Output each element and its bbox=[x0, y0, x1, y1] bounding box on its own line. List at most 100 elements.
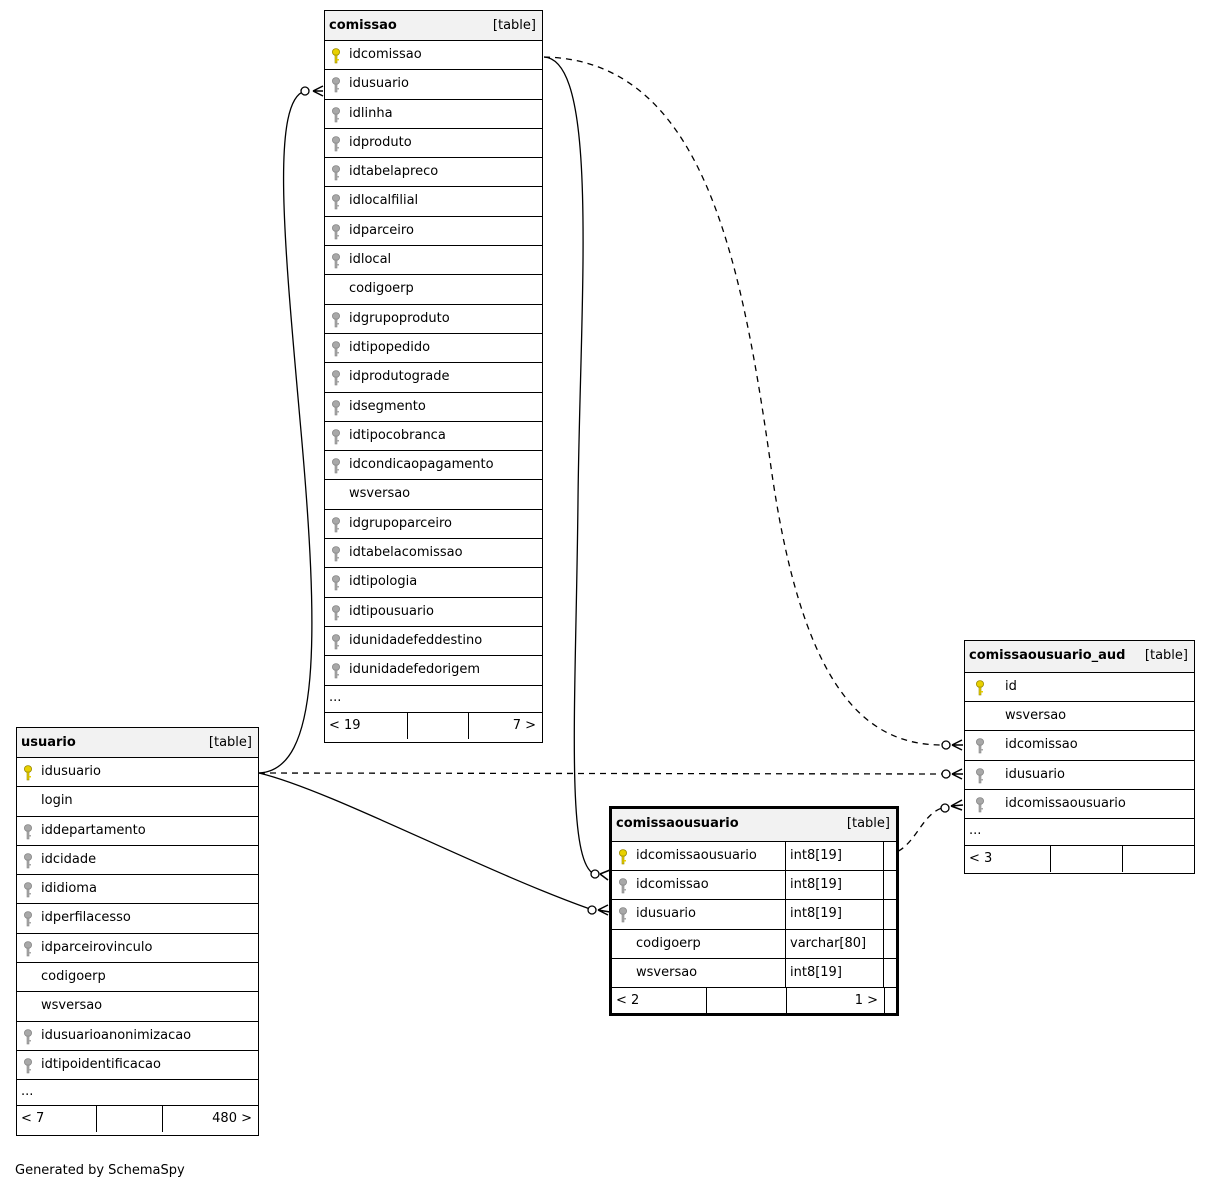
column-name: idparceirovinculo bbox=[41, 939, 153, 955]
column-name: idunidadefeddestino bbox=[349, 632, 483, 648]
column-type: int8[19] bbox=[790, 877, 842, 893]
primary-key-icon bbox=[23, 765, 33, 781]
column-row[interactable]: idgrupoparceiro bbox=[325, 510, 542, 540]
foreign-key-icon bbox=[975, 796, 985, 813]
parents-count[interactable]: < 19 bbox=[325, 712, 408, 739]
column-name: idsegmento bbox=[349, 398, 426, 414]
column-name: idusuario bbox=[41, 764, 101, 779]
table-type: [table] bbox=[1144, 648, 1188, 663]
column-row[interactable]: iddepartamento bbox=[17, 817, 258, 846]
table-comissaousuario[interactable]: comissaousuario [table] idcomissaousuari… bbox=[609, 806, 899, 1016]
column-row[interactable]: idusuarioanonimizacao bbox=[17, 1022, 258, 1051]
children-count[interactable]: 480 > bbox=[212, 1111, 252, 1127]
column-row[interactable]: idcidade bbox=[17, 846, 258, 876]
parents-count[interactable]: < 3 bbox=[965, 845, 1051, 872]
optional-marker bbox=[940, 803, 950, 813]
column-row[interactable]: codigoerp bbox=[17, 963, 258, 993]
column-row[interactable]: idlocalfilial bbox=[325, 187, 542, 217]
column-row[interactable]: idperfilacesso bbox=[17, 904, 258, 934]
column-row[interactable]: idparceirovinculo bbox=[17, 934, 258, 964]
footer-middle bbox=[97, 1106, 163, 1133]
column-row[interactable]: idunidadefeddestino bbox=[325, 627, 542, 657]
column-type: int8[19] bbox=[790, 906, 842, 922]
table-footer: < 7 480 > bbox=[17, 1106, 258, 1133]
foreign-key-icon bbox=[331, 399, 341, 416]
children-count[interactable]: 7 > bbox=[512, 717, 536, 733]
children-count[interactable]: 1 > bbox=[787, 987, 885, 1014]
column-name: idtabelacomissao bbox=[349, 545, 463, 561]
column-row[interactable]: idproduto bbox=[325, 129, 542, 159]
foreign-key-icon bbox=[331, 106, 341, 123]
foreign-key-icon bbox=[23, 1028, 33, 1045]
table-comissaousuario-aud[interactable]: comissaousuario_aud [table] id wsversao id… bbox=[964, 640, 1195, 874]
column-row[interactable]: idtipologia bbox=[325, 568, 542, 598]
column-row[interactable]: wsversao bbox=[965, 702, 1194, 732]
column-name: idunidadefedorigem bbox=[349, 662, 481, 678]
column-row[interactable]: idcomissao bbox=[325, 41, 542, 71]
column-name: idusuarioanonimizacao bbox=[41, 1027, 192, 1043]
column-row[interactable]: login bbox=[17, 787, 258, 817]
column-row[interactable]: idcomissao bbox=[965, 731, 1194, 761]
column-name: wsversao bbox=[349, 486, 411, 502]
foreign-key-icon bbox=[331, 458, 341, 474]
column-row[interactable]: idtipoidentificacao bbox=[17, 1051, 258, 1081]
column-row[interactable]: ididioma bbox=[17, 875, 258, 905]
column-row[interactable]: idparceiro bbox=[325, 217, 542, 247]
foreign-key-icon bbox=[331, 253, 341, 269]
column-name: idtipoidentificacao bbox=[41, 1056, 161, 1072]
table-name: comissao bbox=[329, 18, 397, 33]
optional-marker bbox=[590, 869, 600, 879]
column-row[interactable]: wsversao bbox=[17, 992, 258, 1022]
column-row[interactable]: codigoerp bbox=[325, 275, 542, 305]
children-count[interactable] bbox=[1123, 846, 1194, 872]
column-name: idusuario bbox=[1005, 766, 1065, 782]
foreign-key-icon bbox=[331, 429, 341, 445]
column-row[interactable]: idusuario bbox=[17, 758, 258, 788]
column-row[interactable]: idusuario bbox=[965, 761, 1194, 790]
footer-middle bbox=[707, 987, 787, 1014]
column-row[interactable]: idtipopedido bbox=[325, 334, 542, 364]
footer-middle bbox=[408, 712, 469, 739]
column-row[interactable]: wsversao bbox=[325, 480, 542, 510]
parents-count[interactable]: < 2 bbox=[612, 987, 707, 1014]
crowfoot-marker bbox=[597, 904, 611, 916]
column-row[interactable]: id bbox=[965, 673, 1194, 703]
column-row[interactable]: idtipocobranca bbox=[325, 422, 542, 452]
column-name: login bbox=[41, 793, 73, 809]
column-name: idtabelapreco bbox=[349, 164, 439, 180]
table-footer: < 2 1 > bbox=[612, 987, 896, 1014]
column-row[interactable]: idtabelapreco bbox=[325, 158, 542, 188]
link-comissaousuario-aud bbox=[887, 807, 943, 856]
foreign-key-icon bbox=[23, 882, 33, 898]
column-row[interactable]: idcondicaopagamento bbox=[325, 451, 542, 481]
column-row[interactable]: idlocal bbox=[325, 246, 542, 276]
column-row[interactable]: idcomissaousuario bbox=[965, 790, 1194, 819]
column-row[interactable]: idprodutograde bbox=[325, 363, 542, 393]
column-name: idtipopedido bbox=[349, 339, 431, 355]
column-row[interactable]: idtipousuario bbox=[325, 598, 542, 627]
column-row[interactable]: idusuario bbox=[325, 70, 542, 100]
link-comissao-aud bbox=[543, 56, 943, 746]
column-row[interactable]: idunidadefedorigem bbox=[325, 656, 542, 686]
foreign-key-icon bbox=[23, 940, 33, 957]
column-row[interactable]: idgrupoproduto bbox=[325, 305, 542, 334]
column-row[interactable]: idsegmento bbox=[325, 393, 542, 422]
parents-count[interactable]: < 7 bbox=[17, 1106, 97, 1133]
column-row[interactable]: idtabelacomissao bbox=[325, 539, 542, 569]
column-row[interactable]: idlinha bbox=[325, 100, 542, 129]
column-name: wsversao bbox=[1005, 708, 1067, 724]
column-name: idgrupoproduto bbox=[349, 310, 450, 326]
table-type: [table] bbox=[846, 816, 890, 831]
table-footer: < 3 bbox=[965, 845, 1194, 872]
table-header: comissaousuario_aud [table] bbox=[965, 641, 1194, 673]
foreign-key-icon bbox=[331, 634, 341, 650]
column-type: int8[19] bbox=[790, 964, 842, 980]
foreign-key-icon bbox=[23, 911, 33, 927]
